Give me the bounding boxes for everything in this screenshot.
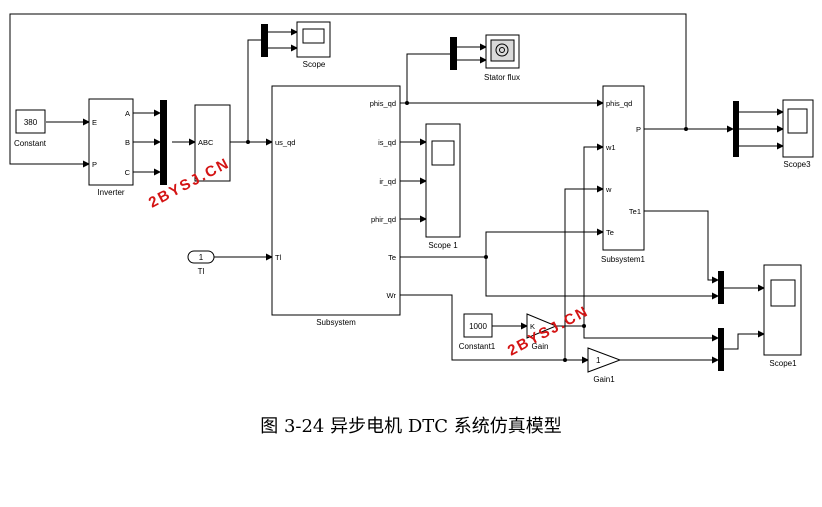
svg-text:Subsystem1: Subsystem1: [601, 255, 646, 264]
svg-text:1000: 1000: [469, 322, 487, 331]
svg-text:C: C: [125, 168, 131, 177]
svg-text:Tl: Tl: [275, 253, 282, 262]
mux-bar-scope[interactable]: [261, 24, 268, 57]
mux-bar-scope1-top[interactable]: [718, 271, 724, 304]
svg-text:phir_qd: phir_qd: [371, 215, 396, 224]
scope-block[interactable]: Scope: [296, 21, 331, 69]
subsystem1-block[interactable]: phis_qd w1 w Te P Te1 Subsystem1: [601, 85, 646, 264]
constant-block[interactable]: 380 Constant: [14, 109, 47, 148]
svg-text:Constant1: Constant1: [459, 342, 496, 351]
svg-text:phis_qd: phis_qd: [606, 99, 632, 108]
signal-wires: [9, 13, 784, 364]
constant1-block[interactable]: 1000 Constant1: [459, 313, 496, 351]
stator-flux-scope[interactable]: Stator flux: [484, 34, 520, 82]
svg-text:Inverter: Inverter: [97, 188, 124, 197]
svg-text:K: K: [530, 322, 535, 331]
inverter-block[interactable]: E P A B C Inverter: [88, 98, 134, 197]
svg-text:w1: w1: [605, 143, 616, 152]
svg-text:Tl: Tl: [198, 267, 205, 276]
svg-text:Stator flux: Stator flux: [484, 73, 520, 82]
svg-text:2BYSJ.CN: 2BYSJ.CN: [146, 155, 233, 212]
svg-text:Subsystem: Subsystem: [316, 318, 356, 327]
svg-text:Gain1: Gain1: [593, 375, 615, 384]
svg-text:ABC: ABC: [198, 138, 214, 147]
svg-text:1: 1: [199, 253, 204, 262]
svg-text:Scope 1: Scope 1: [428, 241, 458, 250]
svg-text:w: w: [605, 185, 612, 194]
svg-text:phis_qd: phis_qd: [370, 99, 396, 108]
mux-bar-scope1-bottom[interactable]: [718, 328, 724, 371]
figure-caption: 图 3-24 异步电机 DTC 系统仿真模型: [260, 416, 562, 437]
abc-transform-block[interactable]: ABC: [194, 104, 231, 182]
junction-dots: [246, 101, 688, 362]
scope1-block[interactable]: Scope1: [763, 264, 802, 368]
scope3-block[interactable]: Scope3: [782, 99, 814, 169]
mux-bar-inverter[interactable]: [160, 100, 167, 185]
svg-text:Gain: Gain: [532, 342, 549, 351]
svg-text:Te: Te: [606, 228, 614, 237]
svg-text:Wr: Wr: [387, 291, 397, 300]
svg-text:Scope: Scope: [303, 60, 326, 69]
svg-text:Constant: Constant: [14, 139, 47, 148]
mux-bar-scope3[interactable]: [733, 101, 739, 157]
gain1-block[interactable]: 1 Gain1: [587, 347, 622, 384]
svg-text:A: A: [125, 109, 130, 118]
svg-text:Te: Te: [388, 253, 396, 262]
svg-text:380: 380: [24, 118, 38, 127]
svg-text:B: B: [125, 138, 130, 147]
scope-1-block[interactable]: Scope 1: [425, 123, 461, 250]
svg-text:Te1: Te1: [629, 207, 641, 216]
svg-text:ir_qd: ir_qd: [379, 177, 396, 186]
svg-text:Scope3: Scope3: [783, 160, 811, 169]
svg-text:P: P: [636, 125, 641, 134]
tl-inport[interactable]: 1 Tl: [187, 250, 215, 276]
svg-text:Scope1: Scope1: [769, 359, 797, 368]
svg-text:us_qd: us_qd: [275, 138, 295, 147]
subsystem-block[interactable]: us_qd Tl phis_qd is_qd ir_qd phir_qd Te …: [271, 85, 401, 327]
svg-text:is_qd: is_qd: [378, 138, 396, 147]
svg-text:P: P: [92, 160, 97, 169]
svg-text:1: 1: [596, 356, 601, 365]
svg-text:E: E: [92, 118, 97, 127]
mux-bar-stator-flux[interactable]: [450, 37, 457, 70]
gain-block[interactable]: K Gain: [526, 313, 558, 351]
